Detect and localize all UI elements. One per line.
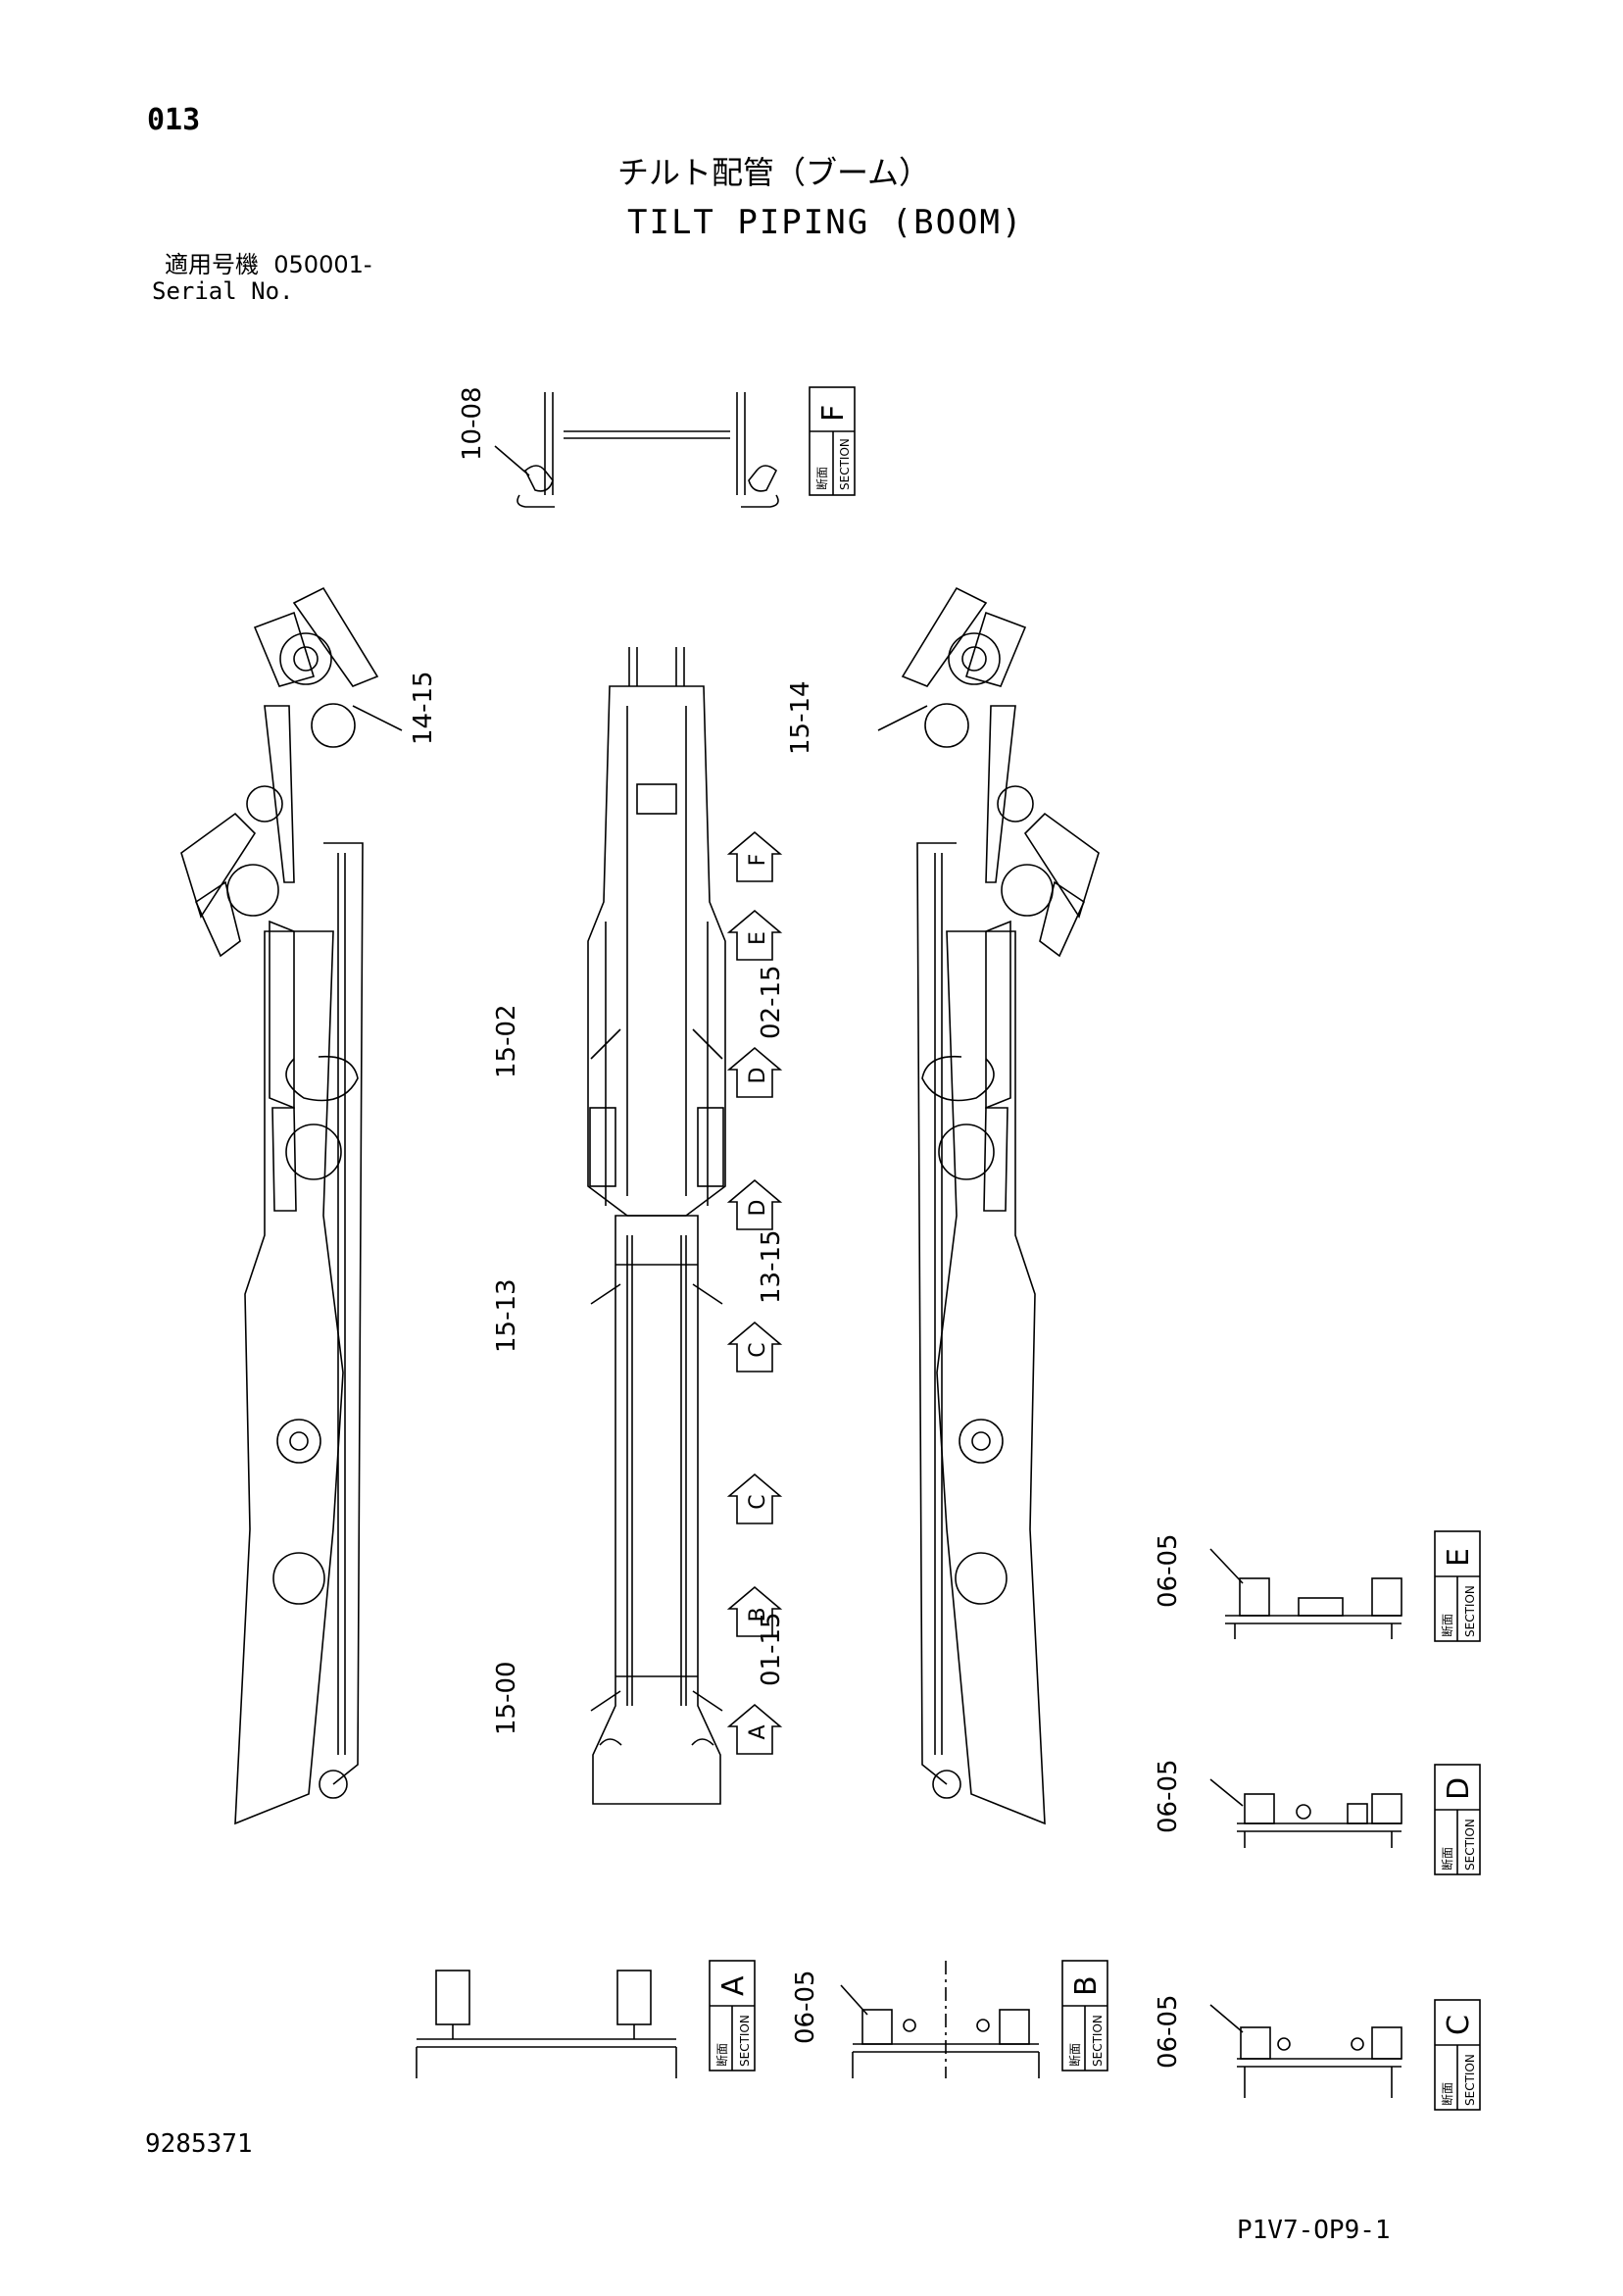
section-b-view bbox=[840, 1961, 1040, 2078]
serial-label-en: Serial No. bbox=[152, 277, 294, 305]
section-label-en-b: SECTION bbox=[1091, 2015, 1105, 2067]
section-label-en-e: SECTION bbox=[1463, 1585, 1477, 1637]
section-box-b: B 断面 SECTION bbox=[1061, 1960, 1108, 2071]
arrow-letter: C bbox=[746, 1342, 770, 1357]
reference-code: P1V7-OP9-1 bbox=[1237, 2216, 1391, 2245]
serial-value: 050001- bbox=[273, 251, 372, 278]
section-f-view bbox=[494, 392, 779, 508]
label-13-15: 13-15 bbox=[757, 1229, 786, 1304]
document-number: 9285371 bbox=[145, 2129, 253, 2159]
section-arrow-a: A bbox=[726, 1703, 783, 1755]
section-box-d: D 断面 SECTION bbox=[1434, 1764, 1481, 1875]
section-arrows: F E D D C C B A bbox=[726, 830, 783, 1755]
label-15-14-right: 15-14 bbox=[786, 680, 815, 755]
section-arrow-d: D bbox=[726, 1178, 783, 1230]
section-label-en-d: SECTION bbox=[1463, 1819, 1477, 1871]
section-arrow-f: F bbox=[726, 830, 783, 882]
label-06-05-b: 06-05 bbox=[791, 1970, 820, 2044]
serial-label-ja: 適用号機 050001- bbox=[165, 253, 372, 276]
label-14-15-left: 14-15 bbox=[409, 671, 438, 745]
arrow-letter: E bbox=[746, 931, 770, 945]
label-15-00: 15-00 bbox=[492, 1661, 521, 1735]
label-02-15: 02-15 bbox=[757, 965, 786, 1039]
label-15-02: 15-02 bbox=[492, 1004, 521, 1078]
title-japanese: チルト配管（ブーム） bbox=[617, 154, 931, 191]
section-a-view bbox=[416, 1970, 677, 2078]
label-06-05-e: 06-05 bbox=[1154, 1533, 1183, 1608]
section-box-c: C 断面 SECTION bbox=[1434, 1999, 1481, 2111]
boom-side-view-left bbox=[180, 586, 403, 1825]
arrow-letter: D bbox=[746, 1068, 770, 1084]
page-number: 013 bbox=[147, 103, 201, 137]
section-label-ja-b: 断面 bbox=[1067, 2043, 1082, 2067]
label-10-08: 10-08 bbox=[458, 386, 487, 461]
label-15-13: 15-13 bbox=[492, 1278, 521, 1353]
section-letter-e: E bbox=[1442, 1548, 1476, 1567]
arrow-shape bbox=[726, 1321, 783, 1373]
arrow-shape bbox=[726, 1585, 783, 1637]
section-label-ja-f: 断面 bbox=[814, 467, 829, 490]
arrow-shape bbox=[726, 1703, 783, 1755]
section-arrow-e: E bbox=[726, 909, 783, 961]
section-letter-b: B bbox=[1069, 1975, 1104, 1996]
title-english: TILT PIPING (BOOM) bbox=[627, 203, 1024, 242]
section-arrow-c: C bbox=[726, 1321, 783, 1373]
arrow-letter: F bbox=[746, 854, 770, 867]
section-label-en-f: SECTION bbox=[838, 438, 852, 490]
arrow-shape bbox=[726, 909, 783, 961]
section-letter-d: D bbox=[1442, 1777, 1476, 1800]
boom-top-view-center bbox=[587, 647, 726, 1805]
section-c-view bbox=[1209, 2004, 1402, 2098]
label-06-05-d: 06-05 bbox=[1154, 1759, 1183, 1833]
arrow-shape bbox=[726, 1046, 783, 1098]
section-label-ja-a: 断面 bbox=[714, 2043, 729, 2067]
arrow-shape bbox=[726, 830, 783, 882]
section-arrow-c: C bbox=[726, 1472, 783, 1524]
section-arrow-b: B bbox=[726, 1585, 783, 1637]
section-box-e: E 断面 SECTION bbox=[1434, 1530, 1481, 1642]
section-letter-c: C bbox=[1442, 2015, 1476, 2035]
section-label-en-a: SECTION bbox=[738, 2015, 752, 2067]
arrow-shape bbox=[726, 1472, 783, 1524]
section-label-ja-d: 断面 bbox=[1440, 1847, 1454, 1871]
section-e-view bbox=[1209, 1548, 1402, 1639]
boom-side-view-right bbox=[877, 586, 1100, 1825]
section-label-en-c: SECTION bbox=[1463, 2054, 1477, 2106]
section-box-f: F 断面 SECTION bbox=[809, 386, 856, 496]
arrow-letter: A bbox=[746, 1724, 770, 1739]
section-arrow-d: D bbox=[726, 1046, 783, 1098]
section-letter-f: F bbox=[816, 405, 851, 422]
serial-label-ja-text: 適用号機 bbox=[165, 251, 259, 278]
arrow-shape bbox=[726, 1178, 783, 1230]
section-letter-a: A bbox=[716, 1975, 751, 1996]
section-d-view bbox=[1209, 1778, 1402, 1848]
section-label-ja-c: 断面 bbox=[1440, 2082, 1454, 2106]
section-label-ja-e: 断面 bbox=[1440, 1614, 1454, 1637]
label-06-05-c: 06-05 bbox=[1154, 1994, 1183, 2069]
arrow-letter: B bbox=[746, 1607, 770, 1622]
label-01-15: 01-15 bbox=[757, 1612, 786, 1686]
arrow-letter: C bbox=[746, 1494, 770, 1509]
section-box-a: A 断面 SECTION bbox=[709, 1960, 756, 2071]
arrow-letter: D bbox=[746, 1200, 770, 1217]
